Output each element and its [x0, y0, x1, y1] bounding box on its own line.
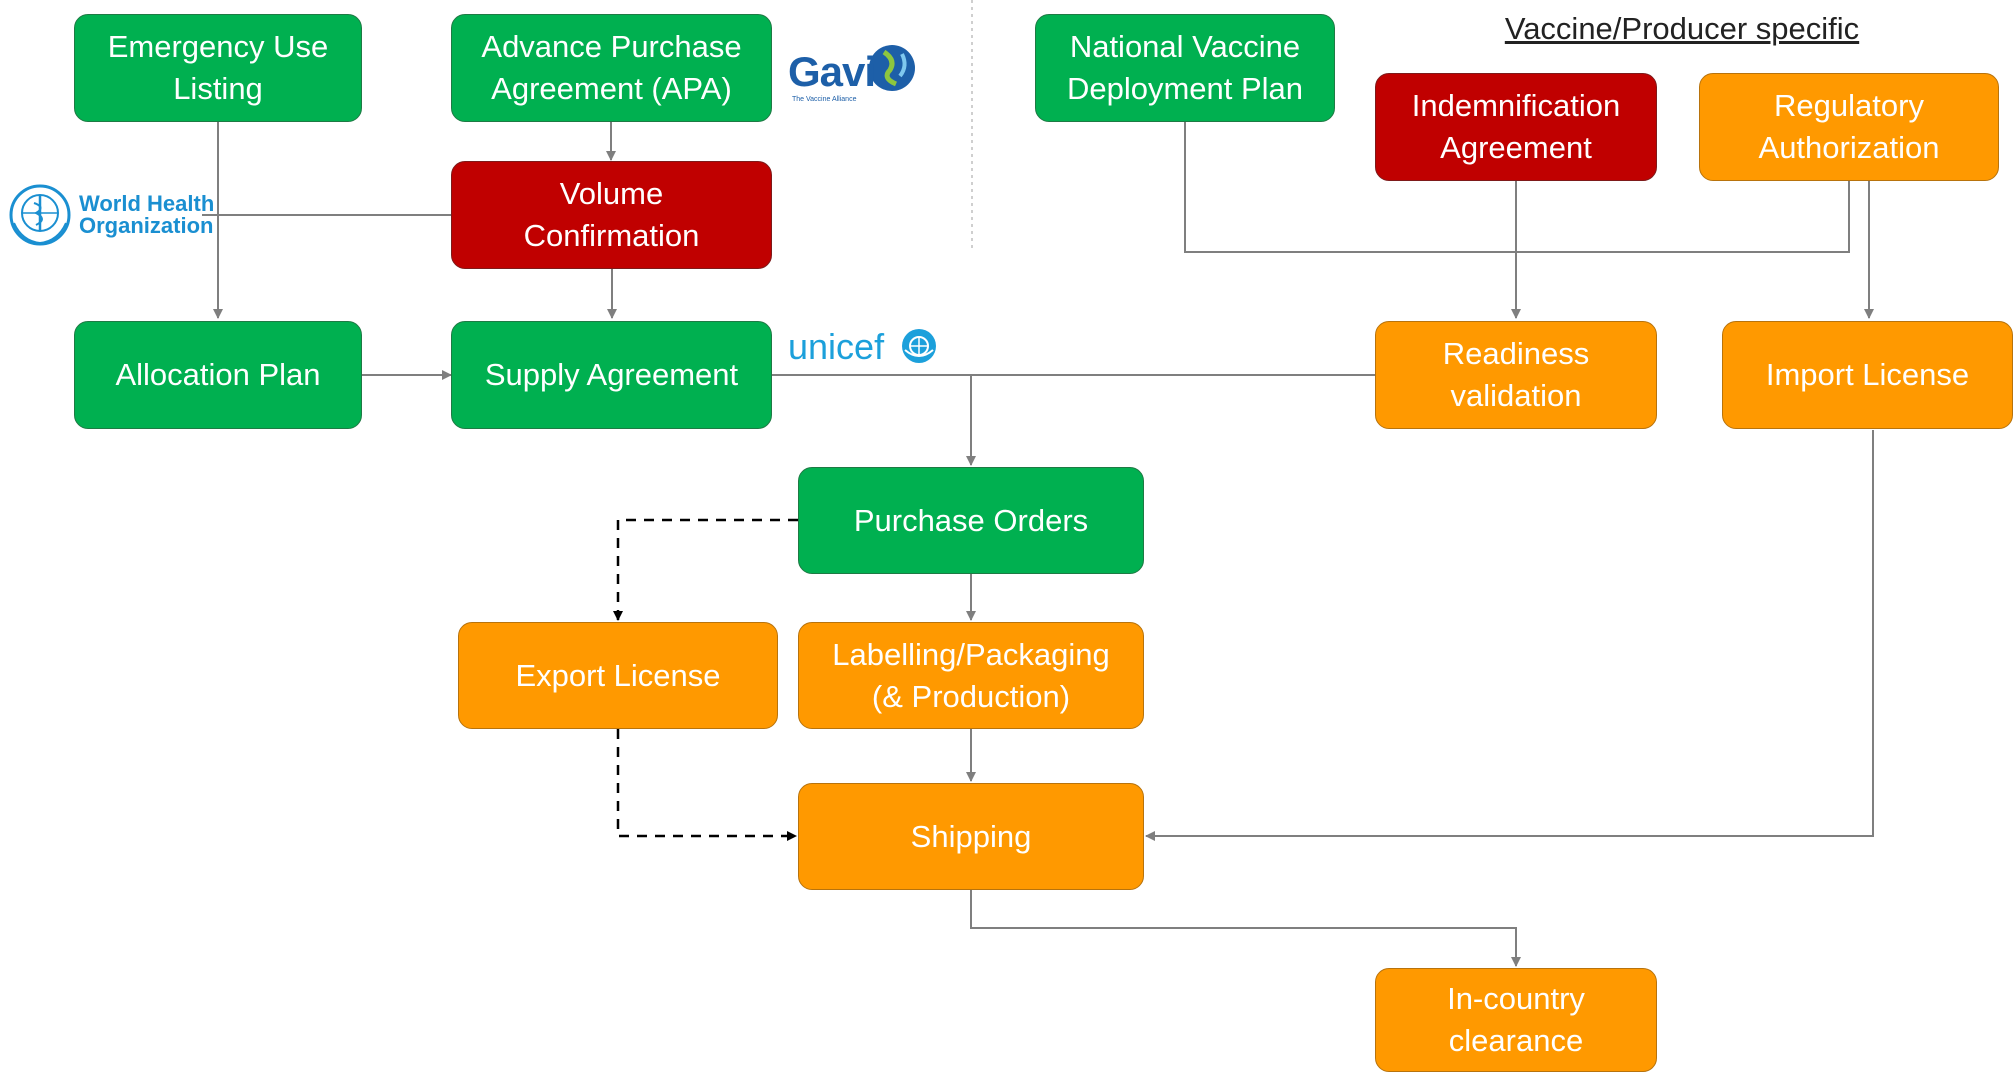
import-license-node[interactable]: Import License [1722, 321, 2013, 429]
indemnification-agreement-node[interactable]: Indemnification Agreement [1375, 73, 1657, 181]
advance-purchase-agreement-node[interactable]: Advance Purchase Agreement (APA) [451, 14, 772, 122]
gavi-globe-icon [869, 45, 915, 91]
unicef-logo: unicef [788, 326, 885, 367]
regulatory-authorization-node[interactable]: Regulatory Authorization [1699, 73, 1999, 181]
unicef-emblem-icon [902, 329, 936, 363]
volume-confirmation-node[interactable]: Volume Confirmation [451, 161, 772, 269]
gavi-logo: Gavi [788, 48, 876, 95]
national-vaccine-deployment-plan-node[interactable]: National Vaccine Deployment Plan [1035, 14, 1335, 122]
connector-shipping-clearance [970, 890, 1521, 967]
connector-import-shipping [1145, 430, 1874, 841]
vaccine-producer-specific-header: Vaccine/Producer specific [1504, 11, 1860, 46]
gavi-tagline: The Vaccine Alliance [792, 96, 857, 103]
emergency-use-listing-node[interactable]: Emergency Use Listing [74, 14, 362, 122]
who-logo-line1: World Health [79, 191, 215, 216]
who-logo-icon [9, 184, 71, 246]
labelling-packaging-node[interactable]: Labelling/Packaging (& Production) [798, 622, 1144, 729]
dashed-connector-export-shipping [616, 729, 797, 841]
allocation-plan-node[interactable]: Allocation Plan [74, 321, 362, 429]
who-logo-line2: Organization [79, 213, 214, 238]
purchase-orders-node[interactable]: Purchase Orders [798, 467, 1144, 574]
in-country-clearance-node[interactable]: In-country clearance [1375, 968, 1657, 1072]
supply-agreement-node[interactable]: Supply Agreement [451, 321, 772, 429]
who-logo: World Health Organization [79, 193, 214, 237]
readiness-validation-node[interactable]: Readiness validation [1375, 321, 1657, 429]
dashed-connector-po-export [613, 518, 798, 621]
export-license-node[interactable]: Export License [458, 622, 778, 729]
shipping-node[interactable]: Shipping [798, 783, 1144, 890]
